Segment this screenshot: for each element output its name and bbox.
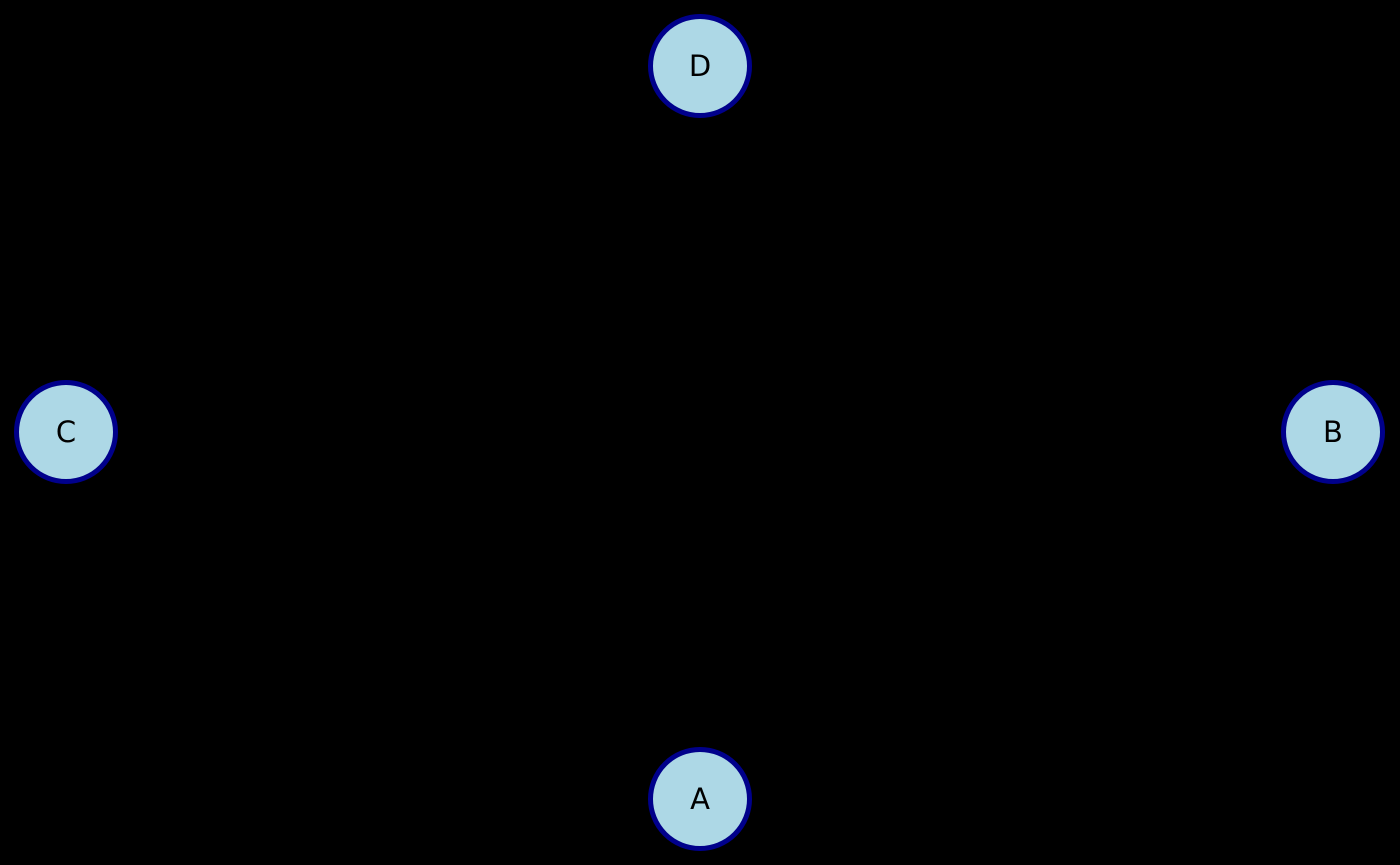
graph-node-b: B <box>1281 380 1385 484</box>
node-label-b: B <box>1323 414 1343 449</box>
graph-node-d: D <box>648 14 752 118</box>
node-label-a: A <box>690 781 710 816</box>
graph-node-a: A <box>648 747 752 851</box>
node-label-d: D <box>688 48 712 83</box>
graph-node-c: C <box>14 380 118 484</box>
node-label-c: C <box>55 414 77 449</box>
